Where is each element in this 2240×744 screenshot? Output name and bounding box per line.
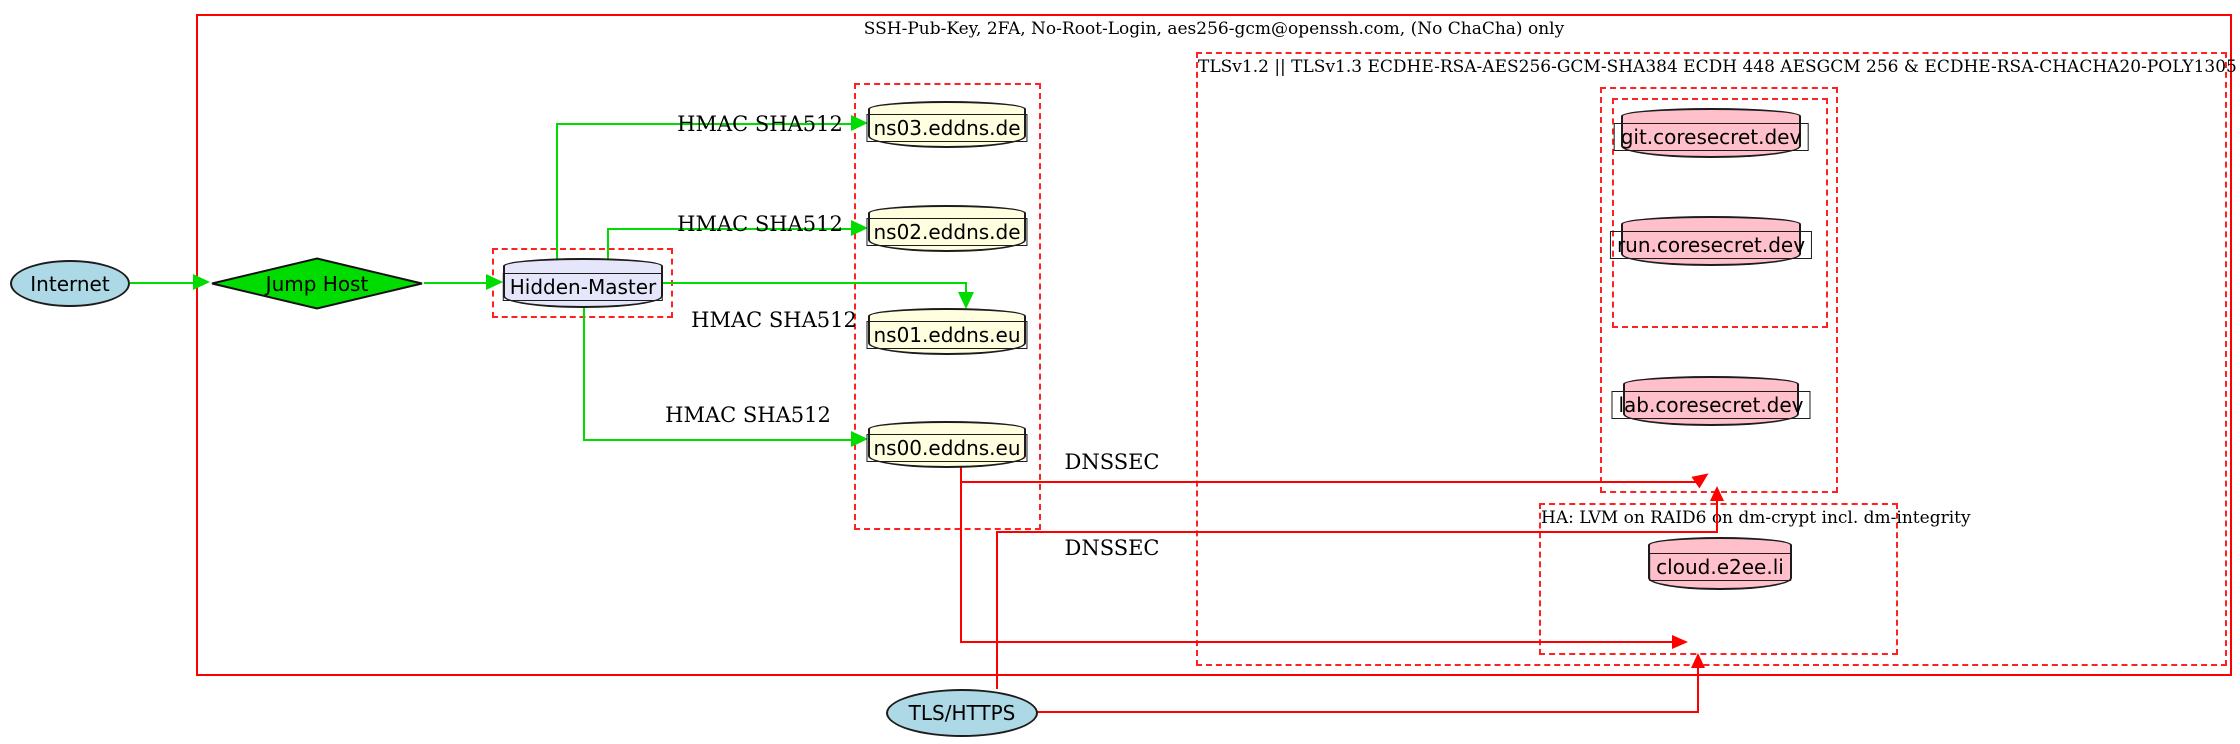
node-cloud-label: cloud.e2ee.li xyxy=(1649,553,1791,582)
edge-dnssec2-h xyxy=(960,641,1673,643)
edge-label-dnssec-2: DNSSEC xyxy=(1064,536,1160,560)
edge-label-hmac-ns00: HMAC SHA512 xyxy=(665,403,831,427)
edge-tls-coresecret-h xyxy=(996,531,1718,533)
cluster-ssh-label: SSH-Pub-Key, 2FA, No-Root-Login, aes256-… xyxy=(863,19,1565,39)
node-git-coresecret: git.coresecret.dev xyxy=(1613,108,1809,158)
node-internet: Internet xyxy=(10,260,130,307)
arrowhead-jumphost xyxy=(193,274,210,290)
node-ns01-label: ns01.eddns.eu xyxy=(866,320,1028,349)
cluster-ssh-hardening: SSH-Pub-Key, 2FA, No-Root-Login, aes256-… xyxy=(196,14,2232,676)
node-hidden-master: Hidden-Master xyxy=(502,258,664,308)
edge-dnssec2-v xyxy=(960,481,962,643)
edge-internet-jumphost xyxy=(130,282,195,284)
edge-label-hmac-ns03: HMAC SHA512 xyxy=(677,112,843,136)
node-tls-https-label: TLS/HTTPS xyxy=(908,701,1016,725)
node-tls-https: TLS/HTTPS xyxy=(886,689,1038,737)
edge-label-hmac-ns02: HMAC SHA512 xyxy=(677,212,843,236)
edge-tls-ha-v xyxy=(1697,667,1699,713)
node-lab-coresecret: lab.coresecret.dev xyxy=(1611,376,1811,426)
node-hidden-master-label: Hidden-Master xyxy=(502,272,664,301)
edge-master-ns03-h xyxy=(556,123,852,125)
node-lab-label: lab.coresecret.dev xyxy=(1611,390,1811,419)
node-git-label: git.coresecret.dev xyxy=(1613,122,1809,151)
edge-tls-coresecret-v2 xyxy=(1716,500,1718,533)
node-jump-host-label: Jump Host xyxy=(265,271,369,296)
edge-tls-ha-h xyxy=(1037,711,1699,713)
node-cloud-e2ee: cloud.e2ee.li xyxy=(1648,537,1792,590)
cylinder-body xyxy=(1648,545,1792,590)
node-internet-label: Internet xyxy=(30,271,110,296)
node-run-label: run.coresecret.dev xyxy=(1609,230,1813,259)
cluster-coresecret-inner xyxy=(1612,98,1828,328)
edge-label-hmac-ns01: HMAC SHA512 xyxy=(691,308,857,332)
arrowhead-ns02 xyxy=(851,220,868,236)
node-ns03: ns03.eddns.de xyxy=(866,101,1028,148)
edge-master-ns03-v xyxy=(556,123,558,261)
jump-host-diamond-shape xyxy=(211,257,423,310)
node-ns02: ns02.eddns.de xyxy=(866,205,1028,252)
arrowhead-coresecret-2 xyxy=(1710,486,1724,501)
cluster-ha-label: HA: LVM on RAID6 on dm-crypt incl. dm-in… xyxy=(1541,508,1971,528)
edge-dnssec1-v xyxy=(960,466,962,483)
cluster-tls-label: TLSv1.2 || TLSv1.3 ECDHE-RSA-AES256-GCM-… xyxy=(1198,57,2240,77)
arrowhead-ha-1 xyxy=(1672,635,1688,649)
node-ns00-label: ns00.eddns.eu xyxy=(866,433,1028,462)
node-ns02-label: ns02.eddns.de xyxy=(866,217,1028,246)
edge-master-ns02-h xyxy=(607,228,852,230)
edge-label-dnssec-1: DNSSEC xyxy=(1064,450,1160,474)
edge-master-ns00-v xyxy=(583,306,585,441)
edge-jumphost-master xyxy=(424,282,487,284)
node-ns01: ns01.eddns.eu xyxy=(866,308,1028,355)
arrowhead-ns03 xyxy=(851,115,868,131)
node-ns03-label: ns03.eddns.de xyxy=(866,113,1028,142)
node-run-coresecret: run.coresecret.dev xyxy=(1609,216,1813,266)
edge-master-ns00-h xyxy=(583,439,852,441)
cluster-dns-servers xyxy=(854,83,1041,530)
arrowhead-master xyxy=(486,274,503,290)
node-ns00: ns00.eddns.eu xyxy=(866,421,1028,468)
edge-master-ns02-v xyxy=(607,228,609,261)
edge-tls-coresecret-v1 xyxy=(996,531,998,689)
edge-master-ns01-h xyxy=(663,282,967,284)
arrowhead-ha-2 xyxy=(1691,653,1705,668)
edge-master-ns01-v xyxy=(965,282,967,293)
arrowhead-ns01 xyxy=(958,292,974,309)
cluster-tls-policy: TLSv1.2 || TLSv1.3 ECDHE-RSA-AES256-GCM-… xyxy=(1196,52,2240,666)
node-jump-host: Jump Host xyxy=(210,257,424,310)
edge-dnssec1-h xyxy=(960,481,1700,483)
arrowhead-ns00 xyxy=(851,431,868,447)
cluster-ha-storage: HA: LVM on RAID6 on dm-crypt incl. dm-in… xyxy=(1539,503,1971,655)
